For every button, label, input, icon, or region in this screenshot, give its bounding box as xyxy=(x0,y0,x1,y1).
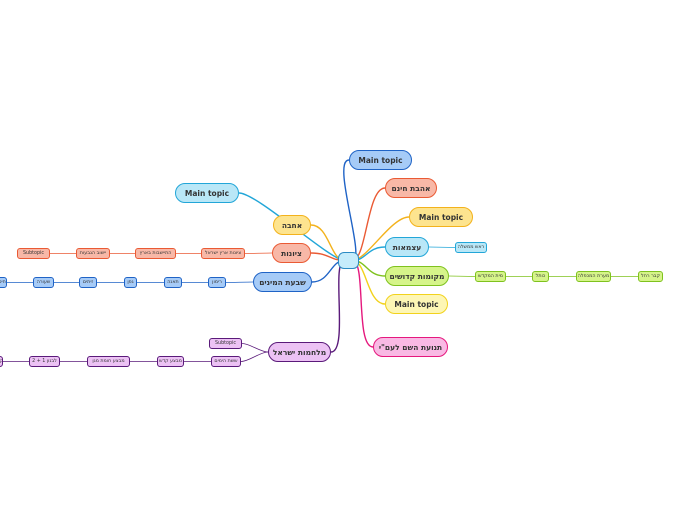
topic-right-4[interactable]: מקומות קדושים xyxy=(385,266,449,286)
connector-left-4 xyxy=(330,259,345,353)
subtopic[interactable]: ציונות ארץ ישראל xyxy=(201,248,245,259)
subconnector xyxy=(240,351,269,362)
topic-left-1[interactable]: אחבה xyxy=(273,215,311,235)
topic-left-0[interactable]: Main topic xyxy=(175,183,239,203)
subtopic[interactable]: מערת המכפלה xyxy=(576,271,611,282)
subconnector xyxy=(448,275,476,277)
topic-right-0[interactable]: Main topic xyxy=(349,150,412,170)
subconnector xyxy=(225,281,254,283)
subtopic[interactable]: מבצע חומת מגן xyxy=(87,356,130,367)
subtopic[interactable]: Subtopic xyxy=(209,338,242,349)
subtopic[interactable]: שעורה xyxy=(33,277,54,288)
topic-left-2[interactable]: ציונות xyxy=(272,243,311,263)
topic-right-3[interactable]: עצמאות xyxy=(385,237,429,257)
subtopic[interactable]: צוק איתן xyxy=(0,356,3,367)
topic-right-5[interactable]: Main topic xyxy=(385,294,448,314)
subtopic[interactable]: זיתים xyxy=(79,277,97,288)
subtopic[interactable]: מית המקדש xyxy=(475,271,506,282)
subconnector xyxy=(428,246,456,248)
subconnector xyxy=(241,343,269,353)
topic-right-2[interactable]: Main topic xyxy=(409,207,473,227)
connector-0 xyxy=(343,159,357,262)
subtopic[interactable]: ראש ממשלה xyxy=(455,242,487,253)
subtopic[interactable]: רימון xyxy=(208,277,226,288)
subtopic[interactable]: כותל xyxy=(532,271,549,282)
subtopic[interactable]: לבנון 1 + 2 xyxy=(29,356,60,367)
subtopic[interactable]: גפן xyxy=(124,277,137,288)
subtopic[interactable]: ששת הימים xyxy=(211,356,241,367)
connector-6 xyxy=(352,259,374,348)
subtopic[interactable]: Subtopic xyxy=(17,248,50,259)
subtopic[interactable]: מבצע קדש xyxy=(157,356,184,367)
subtopic[interactable]: יישוב הגבעות xyxy=(76,248,110,259)
subconnector xyxy=(244,252,273,254)
subtopic[interactable]: חיטה xyxy=(0,277,7,288)
topic-right-1[interactable]: אהבת חינם xyxy=(385,178,437,198)
subtopic[interactable]: התיישבות בארץ xyxy=(135,248,176,259)
connectors xyxy=(3,159,638,362)
topic-left-3[interactable]: שבעת המינים xyxy=(253,272,312,292)
topic-right-6[interactable]: תנועת השם לעם"י xyxy=(373,337,448,357)
subtopic[interactable]: תאנה xyxy=(164,277,182,288)
topic-left-4[interactable]: מלחמות ישראל xyxy=(268,342,331,362)
central-topic[interactable] xyxy=(338,252,359,269)
subtopic[interactable]: קבר רחל xyxy=(638,271,663,282)
